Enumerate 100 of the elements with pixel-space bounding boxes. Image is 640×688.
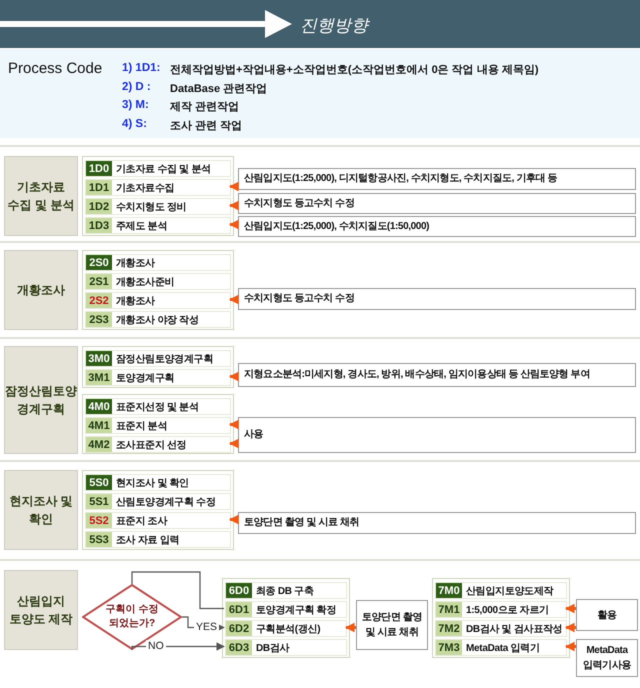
category-box bbox=[4, 346, 78, 454]
step-code: 6D0 bbox=[226, 583, 252, 598]
note-text: 산림입지도(1:25,000), 디지털항공사진, 수치지형도, 수치지질도, 기후대 등 bbox=[244, 172, 558, 186]
arrow bbox=[229, 372, 239, 382]
step-label: 개황조사 야장 작성 bbox=[115, 314, 200, 327]
step-label: 현지조사 및 확인 bbox=[115, 476, 190, 490]
step-row bbox=[85, 436, 231, 453]
step-row bbox=[85, 311, 231, 328]
step-label: 기초자료 수집 및 분석 bbox=[115, 162, 212, 176]
step-code: 2S0 bbox=[86, 255, 112, 270]
code-description: 전체작업방법+작업내용+소작업번호(소작업번호에서 0은 작업 내용 제목임) bbox=[170, 63, 539, 77]
step-label: 잠정산림토양경계구획 bbox=[115, 352, 214, 366]
step-code: 5S1 bbox=[86, 494, 112, 509]
category-label: 개황조사 bbox=[17, 282, 65, 299]
step-code: 5S2 bbox=[86, 513, 112, 528]
step-row bbox=[85, 198, 231, 215]
note-text: 토양단면 촬영 및 시료 채취 bbox=[361, 611, 423, 640]
step-label: 개황조사 bbox=[115, 256, 156, 270]
step-row bbox=[225, 620, 347, 637]
step-row bbox=[85, 417, 231, 434]
step-row bbox=[85, 217, 231, 234]
step-code: 3M1 bbox=[86, 370, 112, 385]
note-text: 활용 bbox=[597, 608, 617, 622]
step-label: 주제도 분석 bbox=[115, 220, 168, 233]
arrow bbox=[229, 514, 239, 524]
step-code: 2S2 bbox=[86, 293, 112, 308]
category-label: 산림입지 토양도 제작 bbox=[8, 593, 74, 628]
step-row bbox=[225, 639, 347, 656]
note-text: 수치지형도 등고수치 수정 bbox=[244, 292, 354, 306]
note-text: 수치지형도 등고수치 수정 bbox=[244, 196, 354, 210]
step-label: 수치지형도 정비 bbox=[115, 200, 188, 214]
step-row bbox=[85, 273, 231, 290]
step-group bbox=[82, 156, 234, 236]
step-row bbox=[85, 398, 231, 415]
step-label: 표준지 분석 bbox=[115, 420, 168, 433]
step-label: 조사 자료 입력 bbox=[115, 534, 180, 547]
arrow bbox=[229, 220, 239, 230]
code-description: DataBase 관련작업 bbox=[170, 82, 268, 96]
step-code: 1D2 bbox=[86, 199, 112, 214]
step-code: 5S0 bbox=[86, 475, 112, 490]
arrow bbox=[229, 182, 239, 192]
decision-diamond bbox=[82, 584, 182, 650]
step-code: 7M3 bbox=[436, 640, 462, 655]
step-row bbox=[85, 350, 231, 367]
step-code: 7M2 bbox=[436, 621, 462, 636]
step-group bbox=[82, 346, 234, 388]
step-code: 2S1 bbox=[86, 274, 112, 289]
step-code: 1D0 bbox=[86, 161, 112, 176]
note-box bbox=[238, 193, 636, 214]
category-box bbox=[4, 470, 78, 550]
step-row bbox=[85, 474, 231, 491]
arrow bbox=[345, 622, 356, 632]
step-label: 조사표준지 선정 bbox=[115, 438, 188, 452]
section-title: Process Code bbox=[8, 60, 102, 77]
step-row bbox=[435, 601, 567, 618]
code-key: 4) S: bbox=[122, 118, 147, 130]
step-code: 6D2 bbox=[226, 621, 252, 636]
note-text: 토양단면 촬영 및 시료 채취 bbox=[244, 516, 360, 530]
note-box bbox=[238, 417, 636, 453]
step-code: 4M2 bbox=[86, 437, 112, 452]
step-label: 표준지 조사 bbox=[115, 514, 168, 528]
arrow bbox=[565, 604, 576, 614]
step-row bbox=[85, 160, 231, 177]
note-box bbox=[238, 288, 636, 310]
step-code: 4M0 bbox=[86, 399, 112, 414]
step-group bbox=[222, 578, 350, 658]
category-label: 잠정산림토양 경계구획 bbox=[5, 383, 77, 418]
step-row bbox=[435, 639, 567, 656]
step-label: 개황조사준비 bbox=[115, 276, 176, 289]
step-group bbox=[432, 578, 570, 658]
step-row bbox=[435, 620, 567, 637]
note-box bbox=[356, 600, 428, 650]
step-code: 7M1 bbox=[436, 602, 462, 617]
step-row bbox=[85, 292, 231, 309]
step-code: 7M0 bbox=[436, 583, 462, 598]
step-code: 2S3 bbox=[86, 312, 112, 327]
step-label: 토양경계구획 bbox=[115, 372, 176, 385]
step-label: 기초자료수집 bbox=[115, 182, 176, 195]
category-label: 현지조사 및 확인 bbox=[8, 493, 74, 528]
step-label: 표준지선정 및 분석 bbox=[115, 400, 200, 414]
note-box bbox=[576, 639, 638, 677]
note-box bbox=[238, 363, 636, 387]
arrow bbox=[229, 200, 239, 210]
arrow bbox=[131, 642, 225, 651]
step-row bbox=[85, 369, 231, 386]
code-description: 제작 관련작업 bbox=[170, 100, 240, 114]
arrow bbox=[565, 642, 576, 652]
step-code: 4M1 bbox=[86, 418, 112, 433]
arrow bbox=[229, 294, 239, 304]
step-label: 최종 DB 구축 bbox=[255, 584, 315, 598]
step-code: 5S3 bbox=[86, 532, 112, 547]
step-label: 토양경계구획 확정 bbox=[255, 604, 338, 617]
heading: 진행방향 bbox=[300, 15, 368, 37]
category-box bbox=[4, 570, 78, 650]
step-label: 산림토양경계구획 수정 bbox=[115, 496, 216, 509]
step-label: 1:5,000으로 자르기 bbox=[465, 604, 550, 617]
step-group bbox=[82, 250, 234, 330]
note-box bbox=[238, 512, 636, 534]
edge-label: YES bbox=[194, 620, 220, 632]
step-row bbox=[85, 254, 231, 271]
